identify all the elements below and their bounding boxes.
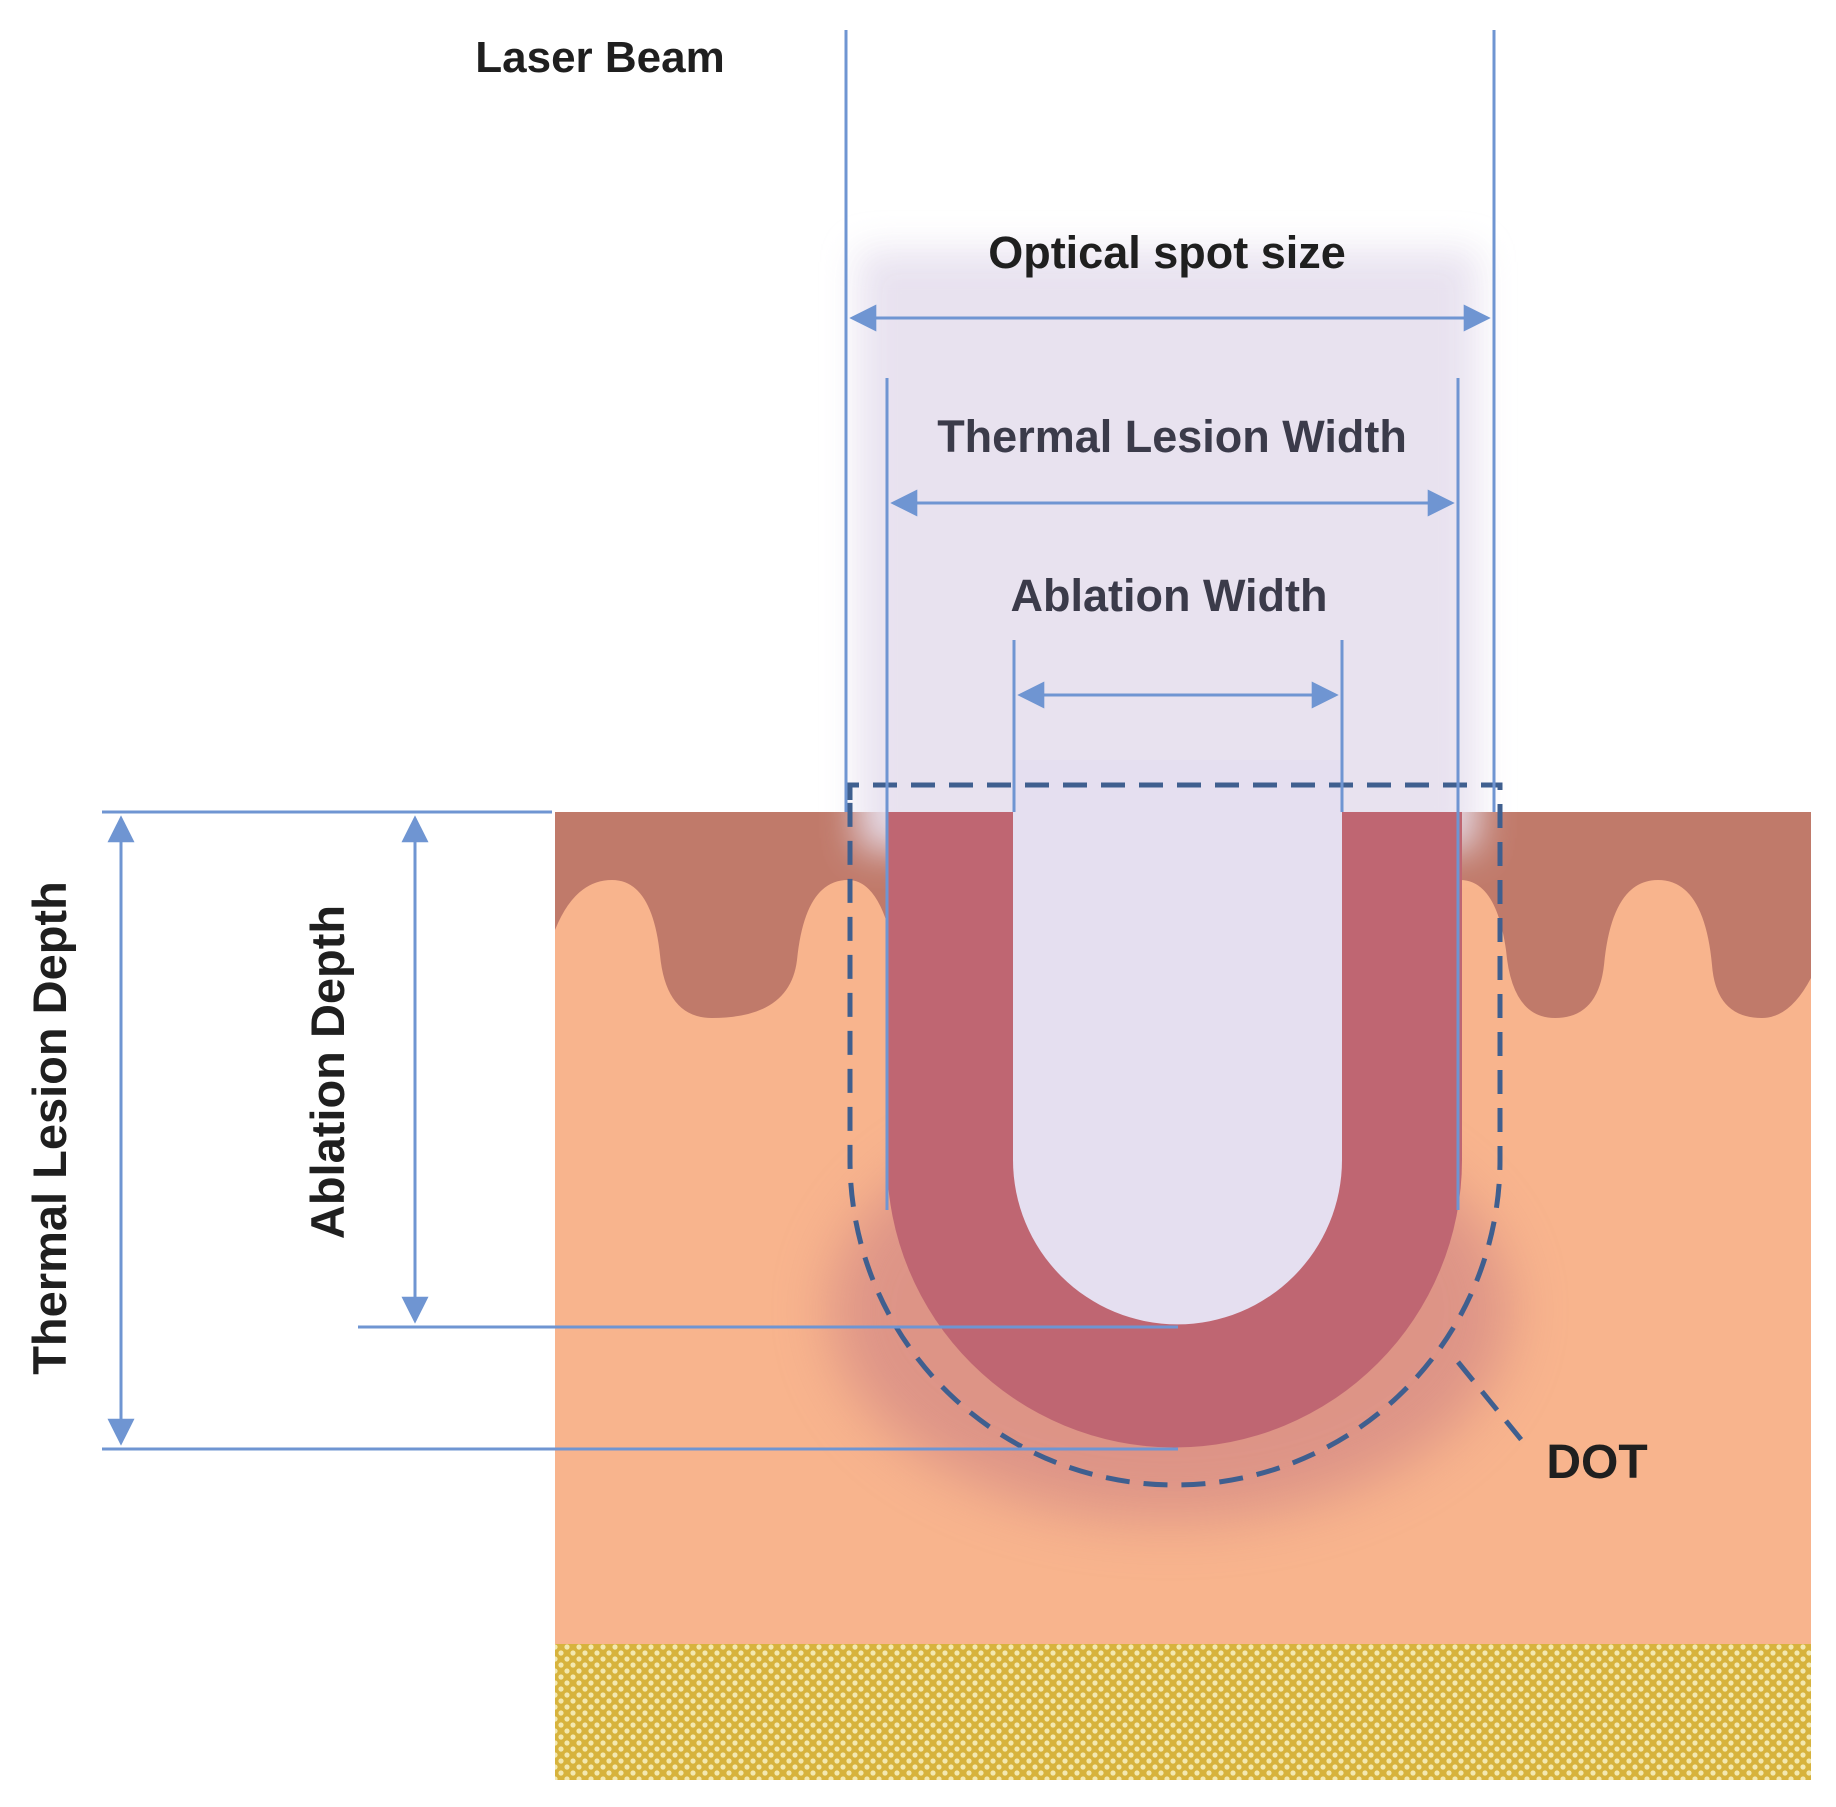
ablation-depth-label: Ablation Depth [301,905,354,1239]
depth-guide-lines [102,810,1178,1451]
epidermis-layer [555,812,1811,1018]
dot-leader-line [1456,1360,1530,1450]
optical-spot-size-label: Optical spot size [988,227,1346,278]
laser-beam-label: Laser Beam [475,33,724,82]
ablation-zone [1013,760,1342,1325]
width-arrows [849,304,1491,709]
subcutis-layer [555,1644,1811,1780]
thermal-lesion-depth-label: Thermal Lesion Depth [23,881,76,1375]
laser-beam-haze [858,250,1478,850]
dot-label: DOT [1546,1436,1647,1489]
ablation-width-label: Ablation Width [1010,570,1327,621]
width-guide-lines [844,30,1496,1210]
thermal-lesion-width-label: Thermal Lesion Width [937,411,1407,462]
depth-arrows [107,815,429,1446]
dot-outline [847,782,1503,1488]
